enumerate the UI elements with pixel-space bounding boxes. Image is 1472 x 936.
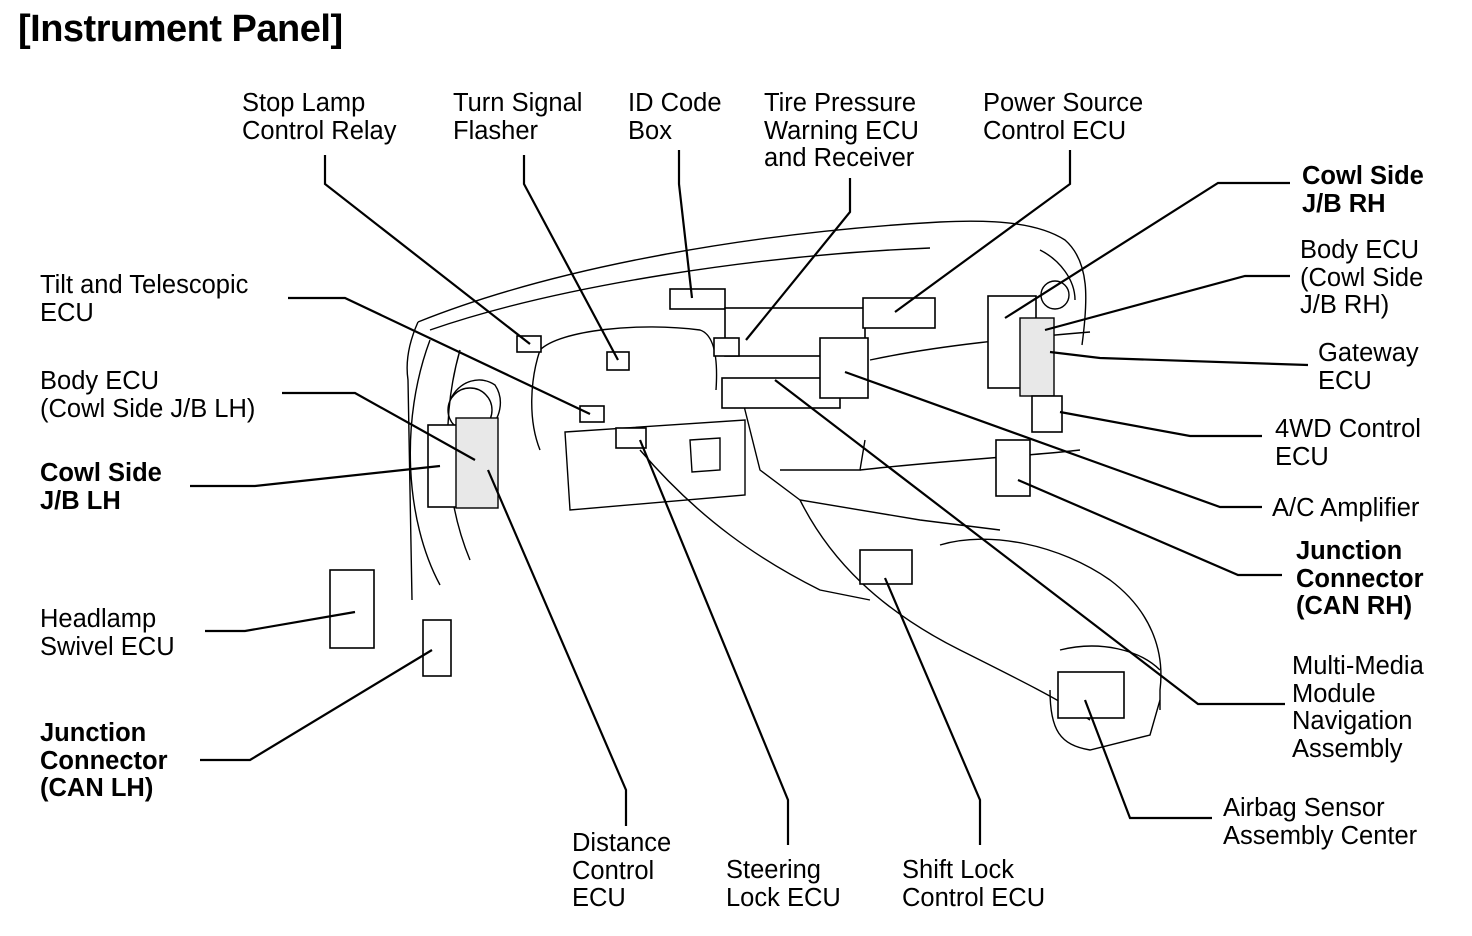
leader-4wd xyxy=(1059,410,1262,438)
body-ecu-rh-part xyxy=(1019,317,1055,397)
distance-control-ecu-part xyxy=(615,427,647,449)
leader-turn-signal xyxy=(522,155,619,361)
leader-body-ecu-lh xyxy=(282,391,476,461)
label-airbag-sensor-assembly: Airbag Sensor Assembly Center xyxy=(1223,794,1418,850)
label-multi-media-module: Multi-Media Module Navigation Assembly xyxy=(1292,652,1424,763)
label-shift-lock-control-ecu: Shift Lock Control ECU xyxy=(902,856,1046,912)
leader-power-source xyxy=(894,150,1072,313)
label-tire-pressure-warning-ecu: Tire Pressure Warning ECU and Receiver xyxy=(764,89,919,172)
ac-amplifier-part xyxy=(819,337,869,399)
turn-signal-flasher-part xyxy=(606,351,630,371)
label-body-ecu-rh: Body ECU (Cowl Side J/B RH) xyxy=(1300,236,1424,319)
leader-body-ecu-rh xyxy=(1044,274,1290,332)
leader-lines xyxy=(190,150,1309,845)
label-headlamp-swivel-ecu: Headlamp Swivel ECU xyxy=(40,605,175,661)
label-id-code-box: ID Code Box xyxy=(628,89,722,145)
leader-junction-rh xyxy=(1017,478,1282,577)
label-power-source-control-ecu: Power Source Control ECU xyxy=(983,89,1144,145)
label-junction-connector-can-rh: Junction Connector (CAN RH) xyxy=(1296,537,1424,620)
junction-connector-lh-part xyxy=(422,619,452,677)
leader-ac-amplifier xyxy=(844,370,1262,509)
label-gateway-ecu: Gateway ECU xyxy=(1318,339,1419,395)
airbag-sensor-part xyxy=(1057,671,1125,719)
body-ecu-lh-part xyxy=(455,417,499,509)
leader-shift-lock xyxy=(883,577,982,845)
leader-stop-lamp xyxy=(323,155,531,345)
leader-tire-pressure xyxy=(745,178,852,341)
label-steering-lock-ecu: Steering Lock ECU xyxy=(726,856,841,912)
label-cowl-side-jb-lh: Cowl Side J/B LH xyxy=(40,459,162,515)
leader-gateway xyxy=(1049,350,1309,367)
leader-airbag xyxy=(1083,699,1212,820)
4wd-control-ecu-part xyxy=(1031,395,1063,433)
leader-cowl-side-rh xyxy=(1004,181,1290,319)
id-code-box-part xyxy=(669,288,726,310)
leader-cowl-side-lh xyxy=(190,464,441,488)
label-turn-signal-flasher: Turn Signal Flasher xyxy=(453,89,583,145)
tilt-telescopic-ecu-part xyxy=(579,405,605,423)
label-junction-connector-can-lh: Junction Connector (CAN LH) xyxy=(40,719,168,802)
label-stop-lamp-control-relay: Stop Lamp Control Relay xyxy=(242,89,397,145)
label-4wd-control-ecu: 4WD Control ECU xyxy=(1275,415,1421,471)
leader-tilt xyxy=(288,296,591,415)
page-title: [Instrument Panel] xyxy=(18,8,343,50)
leader-headlamp xyxy=(205,610,356,633)
label-distance-control-ecu: Distance Control ECU xyxy=(572,829,672,912)
leader-distance xyxy=(486,469,628,826)
label-cowl-side-jb-rh: Cowl Side J/B RH xyxy=(1302,162,1424,218)
headlamp-swivel-ecu-part xyxy=(329,569,375,649)
leader-id-code xyxy=(677,150,694,299)
dashboard-outline xyxy=(406,220,1162,751)
leader-steering xyxy=(638,439,790,845)
tire-pressure-connector xyxy=(713,337,740,357)
label-body-ecu-lh: Body ECU (Cowl Side J/B LH) xyxy=(40,367,256,423)
leader-multimedia xyxy=(774,379,1285,706)
power-source-ecu-part xyxy=(862,297,936,329)
label-tilt-telescopic-ecu: Tilt and Telescopic ECU xyxy=(40,271,249,327)
leader-junction-lh xyxy=(200,649,433,762)
junction-connector-rh-part xyxy=(995,439,1031,497)
label-ac-amplifier: A/C Amplifier xyxy=(1272,494,1420,522)
